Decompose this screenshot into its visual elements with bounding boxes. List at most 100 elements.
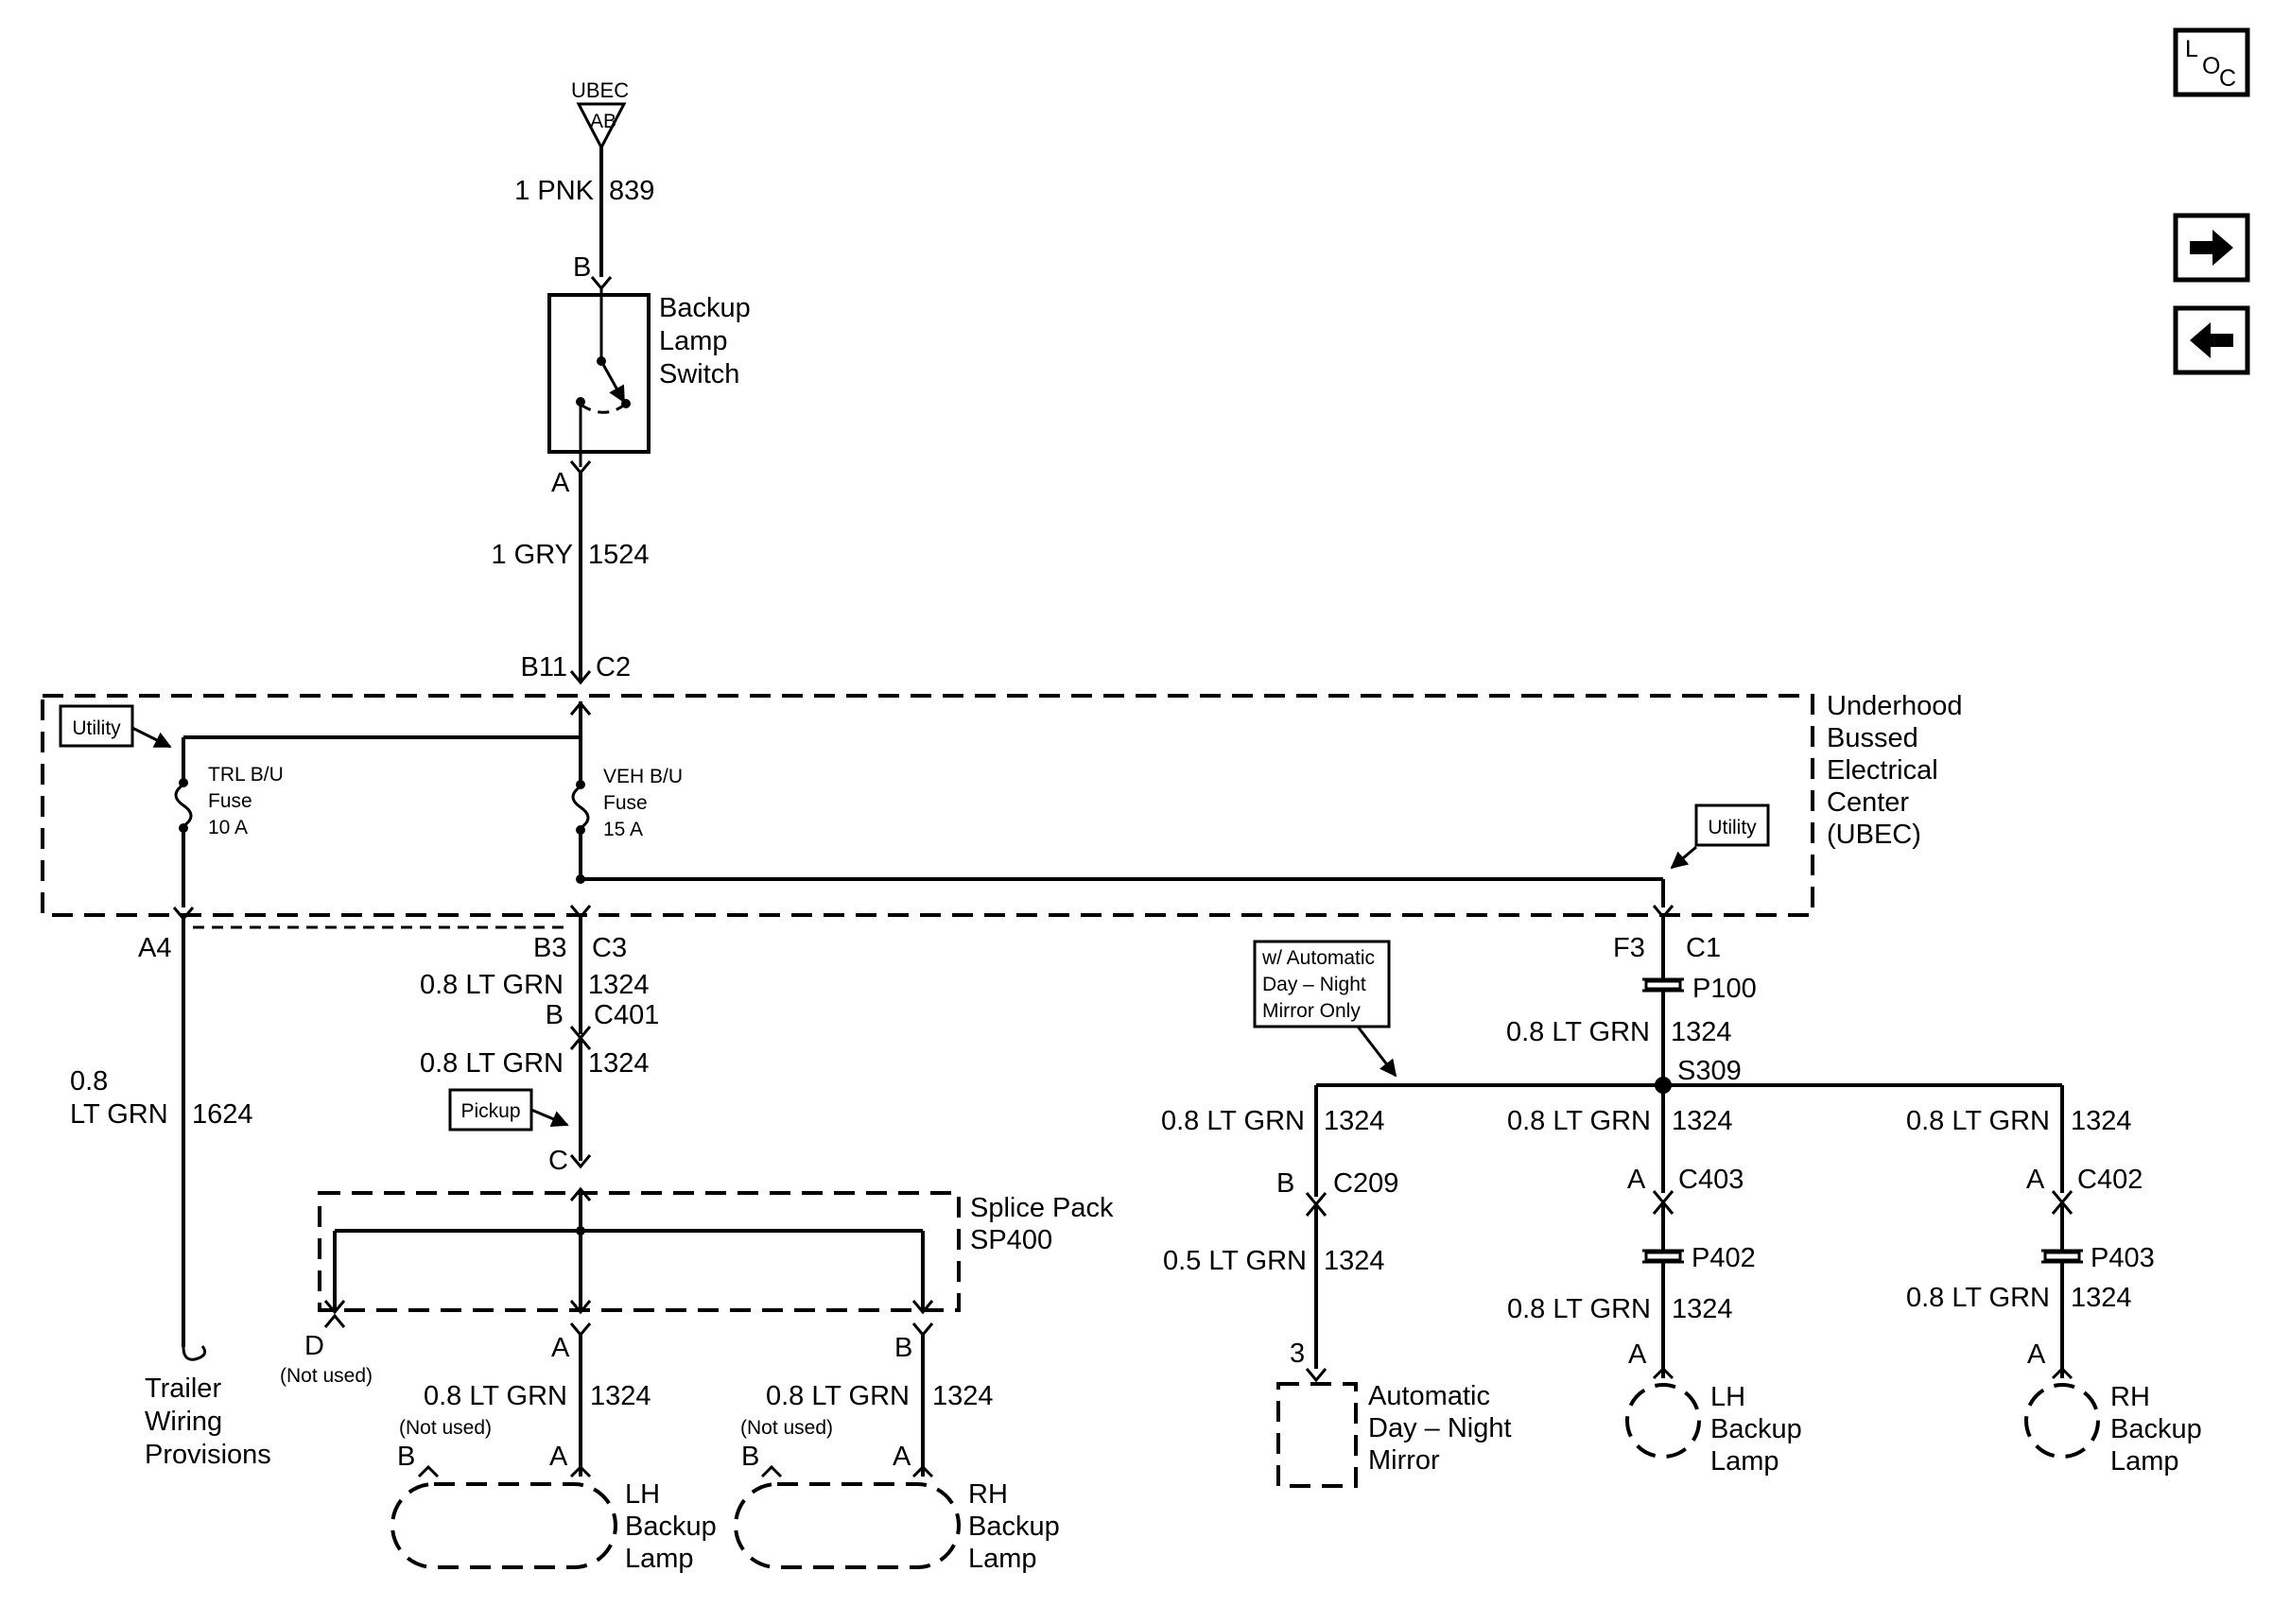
mirror-w2-gauge: 0.5 LT GRN — [1163, 1246, 1307, 1276]
rh-lamp-name-3: Lamp — [968, 1544, 1037, 1574]
p100-label: P100 — [1692, 974, 1757, 1004]
ubec-name-5: (UBEC) — [1827, 820, 1921, 850]
utility-label-right: Utility — [1670, 803, 1770, 870]
right-wire-gauge: 0.8 LT GRN — [1506, 1017, 1650, 1047]
rb-lh-w2-circuit: 1324 — [1672, 1294, 1733, 1324]
switch-pin-a: A — [551, 468, 570, 498]
pickup-text: Pickup — [460, 1100, 520, 1122]
lh-lamp-not-used: (Not used) — [399, 1417, 492, 1439]
rb-lh-w1-circuit: 1324 — [1672, 1106, 1733, 1136]
trailer-name-1: Trailer — [145, 1373, 221, 1404]
p403-connector: P403 — [2041, 1243, 2155, 1273]
sp400-pin-a: A — [551, 1333, 570, 1363]
wire-1524-gauge: 1 GRY — [491, 540, 573, 570]
center-conn-c401: C401 — [594, 1000, 659, 1030]
ubec-box — [41, 694, 1814, 917]
rh-lamp-not-used: (Not used) — [740, 1417, 833, 1439]
rb-lh-conn-c403: C403 — [1678, 1165, 1744, 1195]
rb-lh-w2-gauge: 0.8 LT GRN — [1507, 1294, 1651, 1324]
trailer-gauge-1: 0.8 — [70, 1066, 108, 1097]
loc-letter-c: C — [2219, 65, 2236, 92]
trailer-name-2: Wiring — [145, 1407, 222, 1437]
ubec-name-1: Underhood — [1827, 691, 1963, 721]
center-conn-c: C — [548, 1146, 568, 1176]
lh-wire-gauge: 0.8 LT GRN — [424, 1381, 567, 1411]
lh-lamp-pin-b: B — [397, 1442, 415, 1472]
ubec-source-symbol: UBEC AB — [571, 78, 629, 151]
lh-lamp-pin-a: A — [549, 1442, 568, 1472]
sp400-pin-b: B — [894, 1333, 912, 1363]
rb-lh-conn-a: A — [1627, 1165, 1646, 1195]
mirror-note-1: w/ Automatic — [1261, 947, 1375, 969]
lh-lamp-name-1: LH — [625, 1479, 660, 1510]
lh-lamp-name-2: Backup — [625, 1512, 717, 1542]
rb-lh-name-3: Lamp — [1710, 1446, 1779, 1477]
arrow-left-icon[interactable] — [2173, 305, 2250, 375]
trailer-circuit: 1624 — [192, 1099, 253, 1130]
rb-rh-name-2: Backup — [2110, 1414, 2202, 1444]
trailer-gauge-2: LT GRN — [70, 1099, 168, 1130]
switch-name-3: Switch — [659, 359, 739, 389]
center-wire1-circuit: 1324 — [588, 970, 650, 1000]
sp400-pin-d: D — [304, 1331, 324, 1361]
p402-connector: P402 — [1642, 1243, 1756, 1273]
mirror-name-3: Mirror — [1368, 1445, 1440, 1476]
rb-rh-w1-circuit: 1324 — [2071, 1106, 2132, 1136]
loc-letter-o: O — [2202, 53, 2220, 79]
fuse-trl-label-3: 10 A — [208, 817, 248, 838]
switch-name-2: Lamp — [659, 326, 728, 356]
utility-left-text: Utility — [72, 717, 121, 739]
fuse-trl-label-1: TRL B/U — [208, 764, 284, 786]
mirror-conn-b: B — [1276, 1168, 1294, 1199]
loc-icon[interactable]: L O C — [2173, 27, 2250, 97]
center-wire2-circuit: 1324 — [588, 1048, 650, 1079]
ubec-conn-a4: A4 — [138, 933, 171, 963]
trailer-name-3: Provisions — [145, 1440, 271, 1470]
ubec-conn-f3: F3 — [1613, 933, 1645, 963]
lh-lamp-name-3: Lamp — [625, 1544, 694, 1574]
center-wire1-gauge: 0.8 LT GRN — [420, 970, 564, 1000]
rb-rh-name-1: RH — [2110, 1382, 2150, 1412]
mirror-w1-circuit: 1324 — [1324, 1106, 1385, 1136]
rh-wire-gauge: 0.8 LT GRN — [766, 1381, 910, 1411]
splice-pack-name-1: Splice Pack — [970, 1193, 1114, 1223]
center-conn-b: B — [546, 1000, 564, 1030]
fuse-veh-label-1: VEH B/U — [603, 766, 683, 787]
mirror-w1-gauge: 0.8 LT GRN — [1161, 1106, 1305, 1136]
ubec-conn-c1: C1 — [1686, 933, 1721, 963]
ubec-name-3: Electrical — [1827, 755, 1938, 786]
p100-connector: P100 — [1642, 974, 1757, 1004]
p402-label: P402 — [1692, 1243, 1756, 1273]
fuse-trl-label-2: Fuse — [208, 790, 252, 812]
rb-rh-conn-a: A — [2026, 1165, 2045, 1195]
wire-1524-circuit: 1524 — [588, 540, 650, 570]
wire-839-circuit: 839 — [609, 176, 654, 206]
splice-s309: S309 — [1677, 1056, 1742, 1086]
utility-label-left: Utility — [59, 704, 172, 749]
auto-day-night-mirror — [1276, 1382, 1358, 1488]
splice-pack-name-2: SP400 — [970, 1225, 1052, 1255]
rb-lh-name-1: LH — [1710, 1382, 1745, 1412]
rb-lh-pin-a: A — [1628, 1339, 1647, 1370]
ubec-conn-c2: C2 — [596, 652, 631, 682]
rb-rh-backup-lamp — [2024, 1383, 2100, 1459]
ubec-conn-b11: B11 — [521, 652, 567, 682]
ubec-name-4: Center — [1827, 787, 1909, 818]
utility-right-text: Utility — [1708, 817, 1757, 838]
mirror-name-2: Day – Night — [1368, 1413, 1512, 1443]
arrow-right-icon[interactable] — [2173, 213, 2250, 283]
center-wire2-gauge: 0.8 LT GRN — [420, 1048, 564, 1079]
backup-lamp-switch: B Backup Lamp Switch A — [547, 252, 751, 498]
veh-fuse: VEH B/U Fuse 15 A — [571, 766, 683, 884]
rh-wire-circuit: 1324 — [932, 1381, 994, 1411]
mirror-conn-c209: C209 — [1333, 1168, 1398, 1199]
lh-wire-circuit: 1324 — [590, 1381, 651, 1411]
lh-backup-lamp-center: (Not used) B A LH Backup Lamp — [390, 1417, 717, 1574]
switch-name-1: Backup — [659, 293, 751, 323]
rb-lh-backup-lamp — [1625, 1383, 1701, 1459]
ubec-conn-b3: B3 — [533, 933, 566, 963]
right-wire-circuit: 1324 — [1671, 1017, 1732, 1047]
sp400-not-used-d: (Not used) — [280, 1365, 373, 1387]
p403-label: P403 — [2091, 1243, 2155, 1273]
